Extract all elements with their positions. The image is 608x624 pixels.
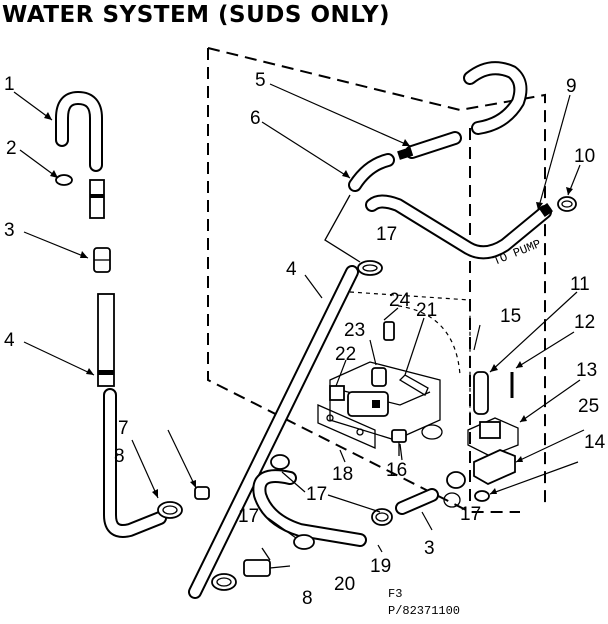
figure-code: F3 <box>388 587 402 601</box>
callout-3-right: 3 <box>424 538 435 559</box>
callout-13: 13 <box>576 360 597 381</box>
callout-7: 7 <box>118 418 129 439</box>
top-j-hose <box>463 61 528 135</box>
part-17-clamp-top <box>357 260 383 276</box>
part-16-screw <box>391 429 407 456</box>
part-4-left-hose <box>97 293 115 387</box>
callout-4-left: 4 <box>4 330 15 351</box>
part-2-clamp <box>55 174 73 186</box>
part-13-bracket <box>467 417 519 457</box>
part-18-bracket <box>317 404 376 449</box>
callout-17-mid: 17 <box>306 484 327 505</box>
left-lower-hose <box>103 388 167 538</box>
callout-2: 2 <box>6 138 17 159</box>
cabinet-outline <box>207 47 546 513</box>
callout-17-top: 17 <box>376 224 397 245</box>
callout-14: 14 <box>584 432 606 453</box>
part-19-hose <box>252 469 367 547</box>
upper-connector-pipe <box>324 194 361 263</box>
part-code: P/82371100 <box>388 604 460 618</box>
part-4-diagonal-hose <box>188 265 359 599</box>
callout-15: 15 <box>500 306 521 327</box>
callout-10: 10 <box>574 146 595 167</box>
part-25-box <box>473 449 516 486</box>
valve-assembly <box>329 304 461 441</box>
part-15-tube <box>473 371 489 415</box>
part-3-right-connector <box>395 488 439 515</box>
part-20-fitting <box>243 547 291 577</box>
callout-16: 16 <box>386 460 407 481</box>
callout-20: 20 <box>334 574 355 595</box>
callout-17-left: 17 <box>238 506 259 527</box>
callout-19: 19 <box>370 556 391 577</box>
callout-21: 21 <box>416 300 437 321</box>
callout-8-left: 8 <box>114 446 125 467</box>
part-10-clamp <box>557 196 577 212</box>
callout-4-center: 4 <box>286 259 297 280</box>
part-7-fitting <box>194 486 210 500</box>
callout-23: 23 <box>344 320 365 341</box>
callout-numbers: 1 2 3 4 5 6 9 10 17 4 11 24 21 15 12 23 … <box>4 70 606 609</box>
callout-11: 11 <box>570 274 590 295</box>
part-17-clamp-mid <box>270 454 393 550</box>
short-tube <box>89 179 105 219</box>
part-3-connector <box>93 247 111 273</box>
callout-12: 12 <box>574 312 595 333</box>
callout-17-right: 17 <box>460 504 481 525</box>
part-5-tube <box>397 131 462 160</box>
callout-18: 18 <box>332 464 353 485</box>
part-9-pump-hose <box>365 194 553 260</box>
callout-3-left: 3 <box>4 220 15 241</box>
callout-6: 6 <box>250 108 261 129</box>
callout-1: 1 <box>4 74 15 95</box>
part-1-hose-elbow <box>55 91 103 172</box>
callout-25: 25 <box>578 396 599 417</box>
part-17-clamp-right <box>443 471 466 508</box>
callout-5: 5 <box>255 70 266 91</box>
page-title: WATER SYSTEM (SUDS ONLY) <box>2 2 391 28</box>
part-14-clamp <box>474 490 490 502</box>
callout-22: 22 <box>335 344 356 365</box>
part-8-clamp-lower <box>211 573 237 591</box>
leader-lines <box>13 83 585 553</box>
part-6-fitting <box>348 153 395 192</box>
callout-9: 9 <box>566 76 577 97</box>
part-8-clamp-left <box>157 501 183 519</box>
callout-24: 24 <box>389 290 411 311</box>
callout-8-lower: 8 <box>302 588 313 609</box>
